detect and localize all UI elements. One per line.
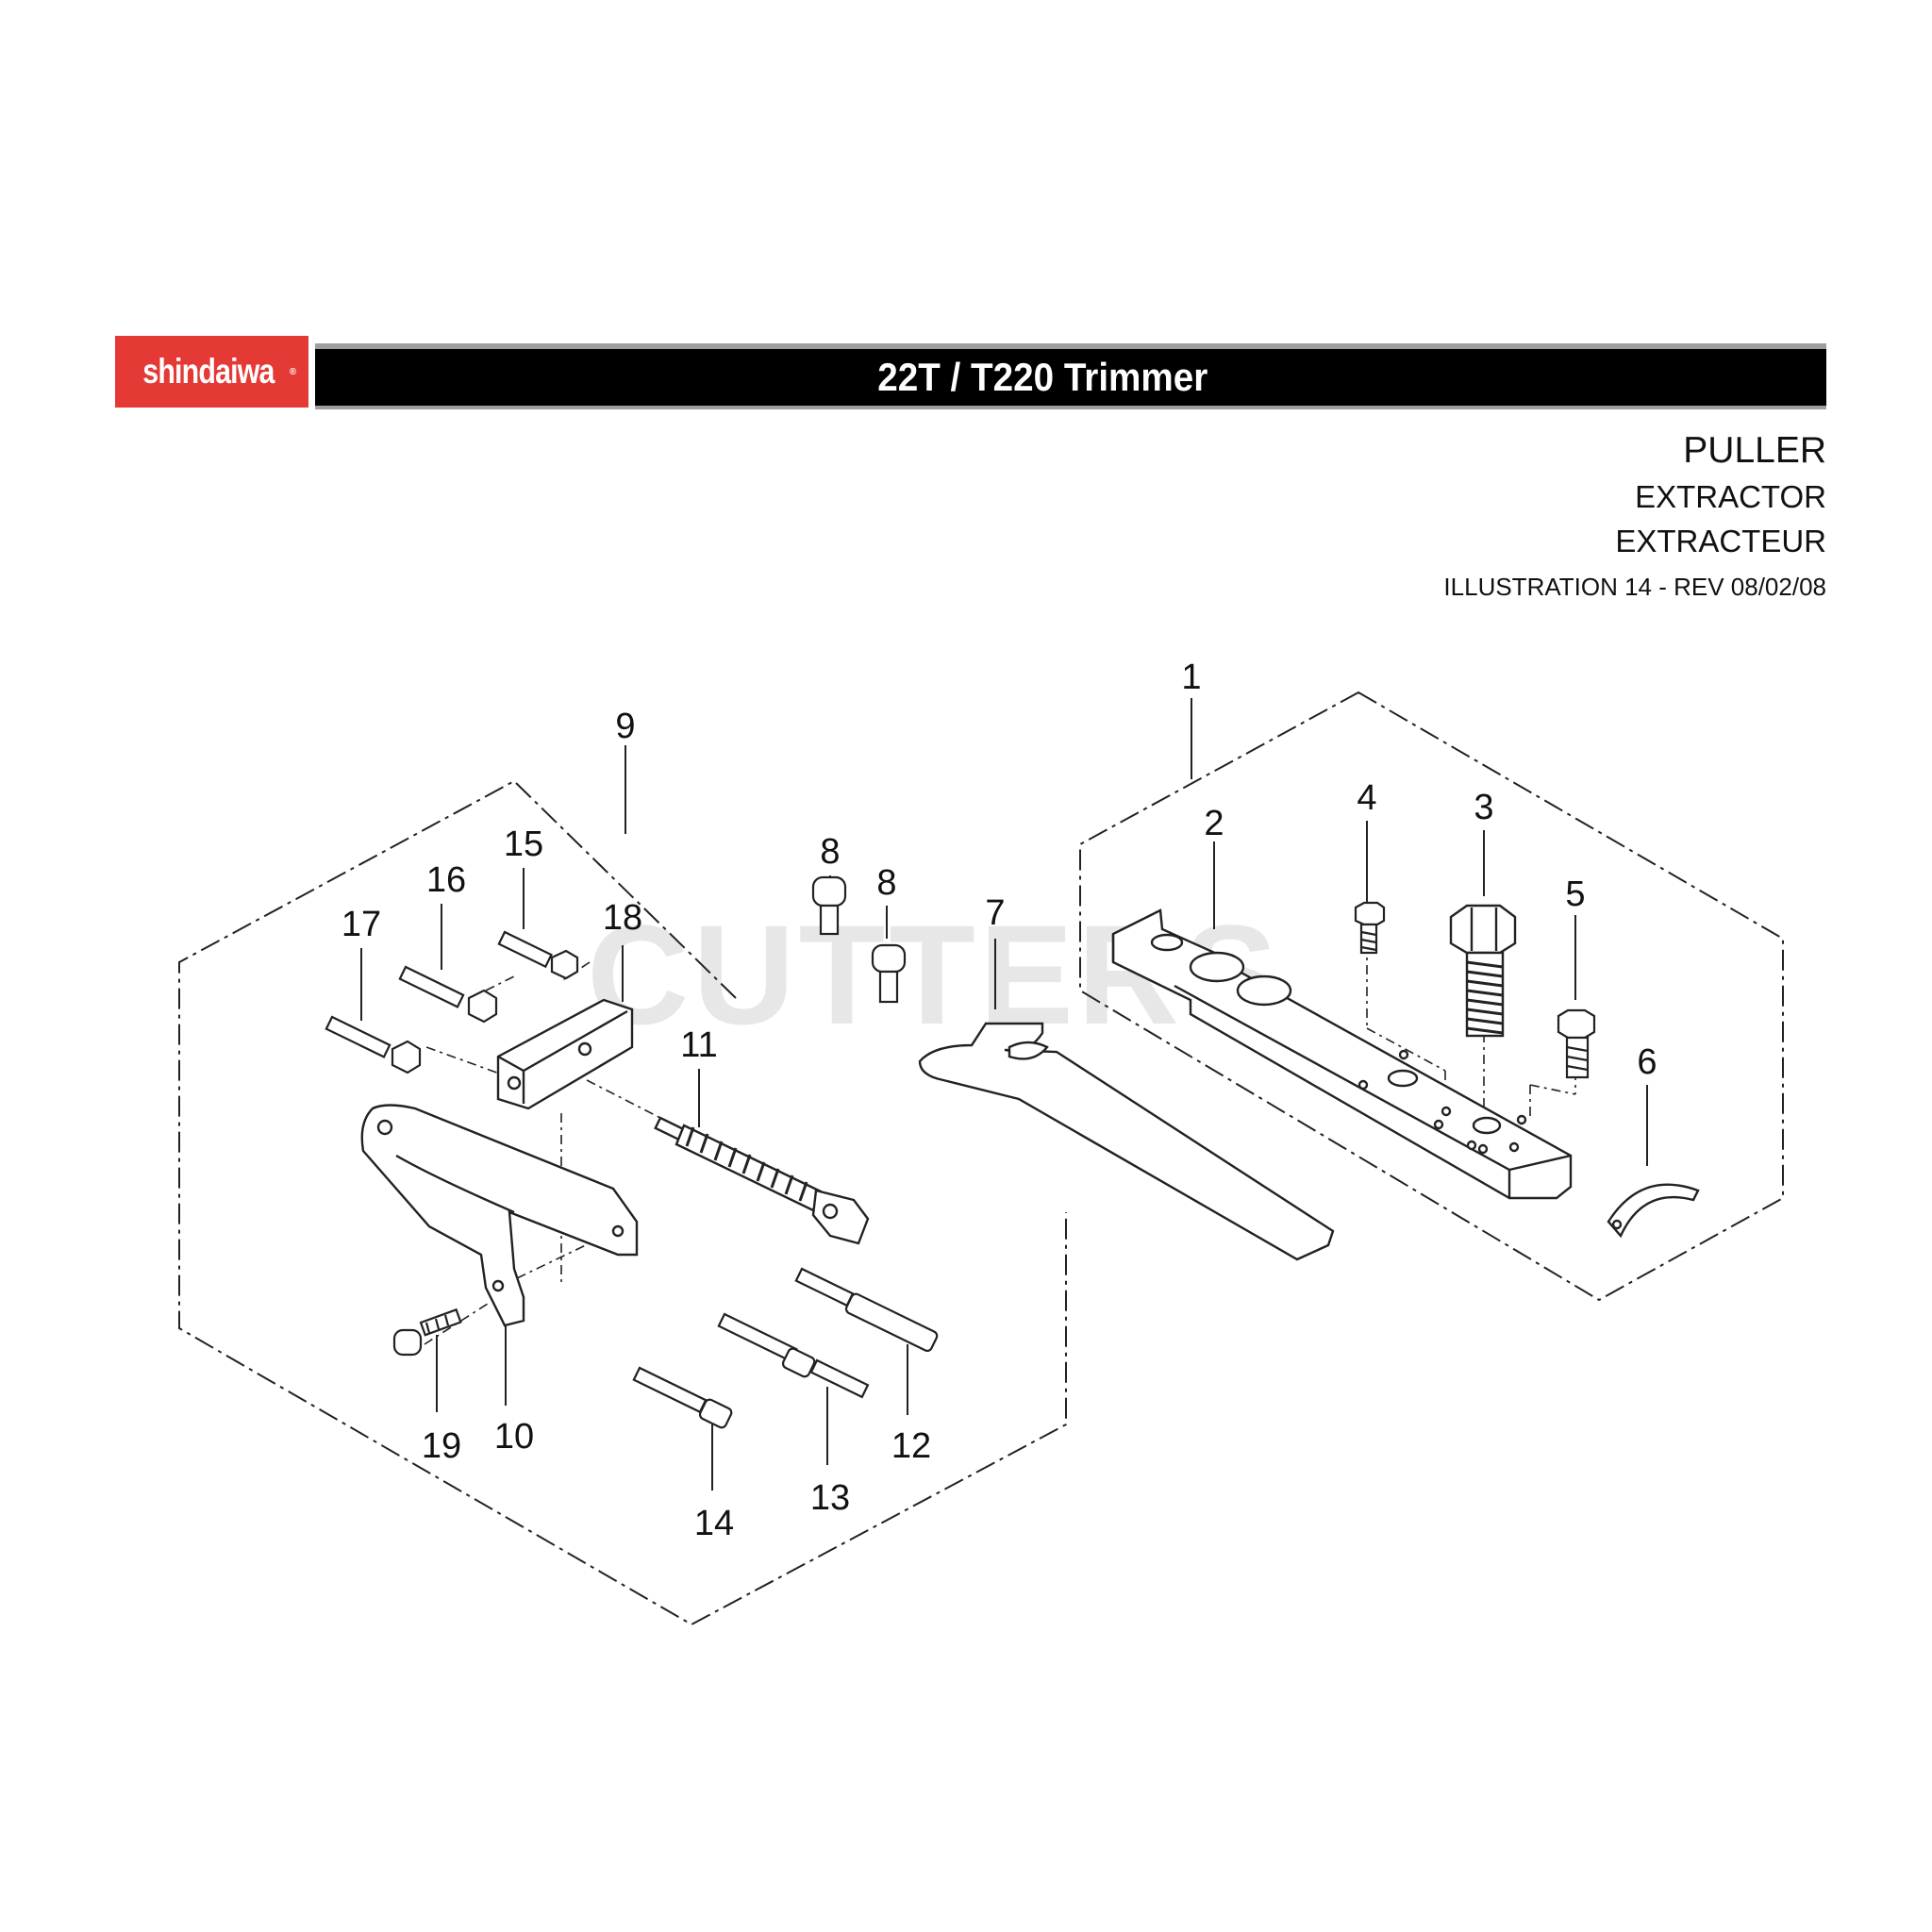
group-1-outline: [1079, 691, 1784, 1302]
callout-19: 19: [422, 1426, 461, 1466]
shindaiwa-logo: shindaiwa®: [115, 336, 308, 408]
part-12-pin: [794, 1267, 939, 1353]
callout-13: 13: [810, 1478, 850, 1518]
callout-5: 5: [1565, 874, 1585, 914]
part-17-stud: [325, 1015, 422, 1074]
callout-8a: 8: [820, 832, 840, 872]
part-18-block: [496, 998, 634, 1110]
part-name-en: PULLER: [1683, 430, 1826, 471]
callout-18: 18: [603, 898, 642, 938]
callout-15: 15: [504, 824, 543, 864]
part-15-stud: [497, 930, 579, 980]
callout-16: 16: [426, 860, 466, 900]
part-5-bolt: [1557, 1008, 1596, 1079]
part-16-stud: [398, 965, 498, 1024]
part-11-screw: [654, 1116, 870, 1245]
part-10-yoke: [360, 1104, 639, 1327]
part-3-bolt: [1449, 904, 1517, 1038]
callout-4: 4: [1357, 778, 1376, 818]
callout-17: 17: [341, 905, 381, 944]
callout-8b: 8: [876, 863, 896, 903]
callout-7: 7: [985, 893, 1005, 933]
callout-2: 2: [1204, 804, 1224, 843]
callout-9: 9: [615, 707, 635, 746]
part-4-screw: [1354, 901, 1386, 955]
callout-1: 1: [1181, 658, 1201, 697]
part-14-pin: [632, 1366, 733, 1429]
callout-6: 6: [1637, 1042, 1657, 1082]
page-title: 22T / T220 Trimmer: [876, 355, 1208, 399]
callout-14: 14: [694, 1504, 734, 1543]
part-6-shoe: [1607, 1183, 1700, 1239]
callout-10: 10: [494, 1417, 534, 1457]
callout-3: 3: [1474, 788, 1493, 827]
illustration-label: ILLUSTRATION 14 - REV 08/02/08: [1443, 573, 1826, 601]
part-name-es: EXTRACTOR: [1635, 479, 1826, 514]
title-bar: 22T / T220 Trimmer: [315, 343, 1826, 409]
part-8-pin-b: [871, 943, 907, 1004]
group-9-outline: [178, 779, 1067, 1626]
callout-12: 12: [891, 1426, 931, 1466]
part-8-pin-a: [811, 875, 847, 936]
part-2-plate: [1111, 908, 1573, 1200]
brand-name: shindaiwa: [142, 352, 275, 391]
part-13-pin: [717, 1312, 870, 1399]
part-7-wedge: [918, 1022, 1335, 1261]
part-19-bolt: [392, 1307, 462, 1357]
part-name-fr: EXTRACTEUR: [1615, 524, 1826, 558]
callout-11: 11: [680, 1025, 717, 1065]
